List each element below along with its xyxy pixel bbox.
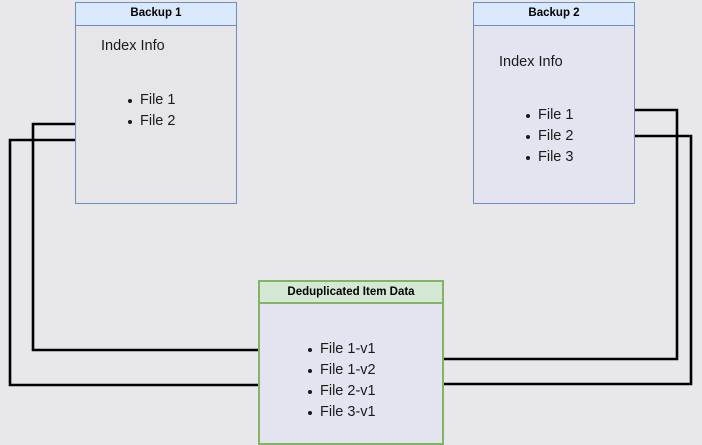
list-item[interactable]: File 3 (525, 147, 573, 168)
backup2-index-info-label: Index Info (499, 54, 563, 70)
list-item[interactable]: File 1 (127, 90, 175, 111)
node-backup1-title: Backup 1 (76, 3, 236, 26)
list-item[interactable]: File 1-v2 (307, 360, 376, 381)
list-item[interactable]: File 2 (525, 126, 573, 147)
node-dedup-body: File 1-v1 File 1-v2 File 2-v1 File 3-v1 (260, 304, 442, 443)
list-item[interactable]: File 1-v1 (307, 339, 376, 360)
dedup-file-list: File 1-v1 File 1-v2 File 2-v1 File 3-v1 (307, 339, 376, 423)
node-backup2-body: Index Info File 1 File 2 File 3 (474, 26, 634, 203)
backup2-file-list: File 1 File 2 File 3 (525, 105, 573, 168)
node-backup2[interactable]: Backup 2 Index Info File 1 File 2 File 3 (473, 2, 635, 204)
backup1-file-list: File 1 File 2 (127, 90, 175, 132)
node-backup1-body: Index Info File 1 File 2 (76, 26, 236, 203)
list-item[interactable]: File 1 (525, 105, 573, 126)
backup1-index-info-label: Index Info (101, 38, 165, 54)
list-item[interactable]: File 2-v1 (307, 381, 376, 402)
list-item[interactable]: File 3-v1 (307, 402, 376, 423)
node-deduplicated-item-data[interactable]: Deduplicated Item Data File 1-v1 File 1-… (258, 280, 444, 445)
node-backup1[interactable]: Backup 1 Index Info File 1 File 2 (75, 2, 237, 204)
node-backup2-title: Backup 2 (474, 3, 634, 26)
list-item[interactable]: File 2 (127, 111, 175, 132)
node-dedup-title: Deduplicated Item Data (260, 282, 442, 304)
